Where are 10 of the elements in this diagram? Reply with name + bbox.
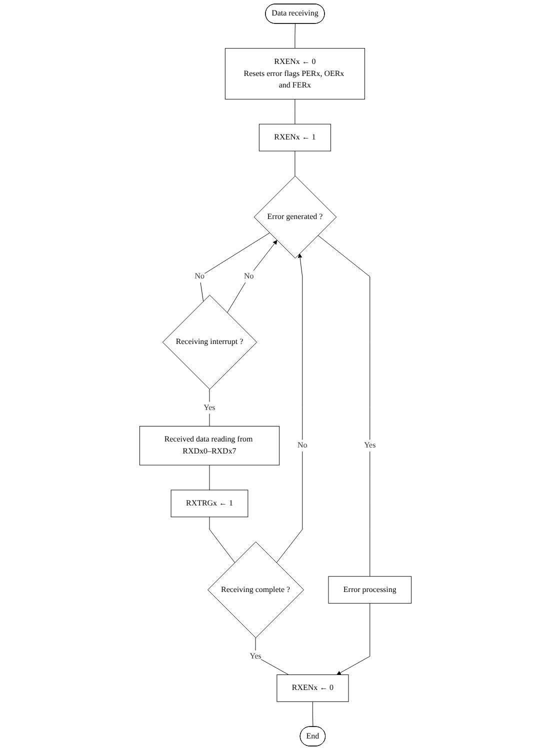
connector: [294, 23, 296, 49]
connector: [209, 516, 236, 563]
connector: [312, 701, 314, 728]
connector: [294, 150, 296, 176]
connector: [318, 235, 370, 577]
arrow: [226, 240, 278, 314]
connector: [294, 98, 296, 124]
connector: [199, 232, 270, 302]
connector: [255, 638, 289, 675]
connector: [209, 464, 210, 490]
